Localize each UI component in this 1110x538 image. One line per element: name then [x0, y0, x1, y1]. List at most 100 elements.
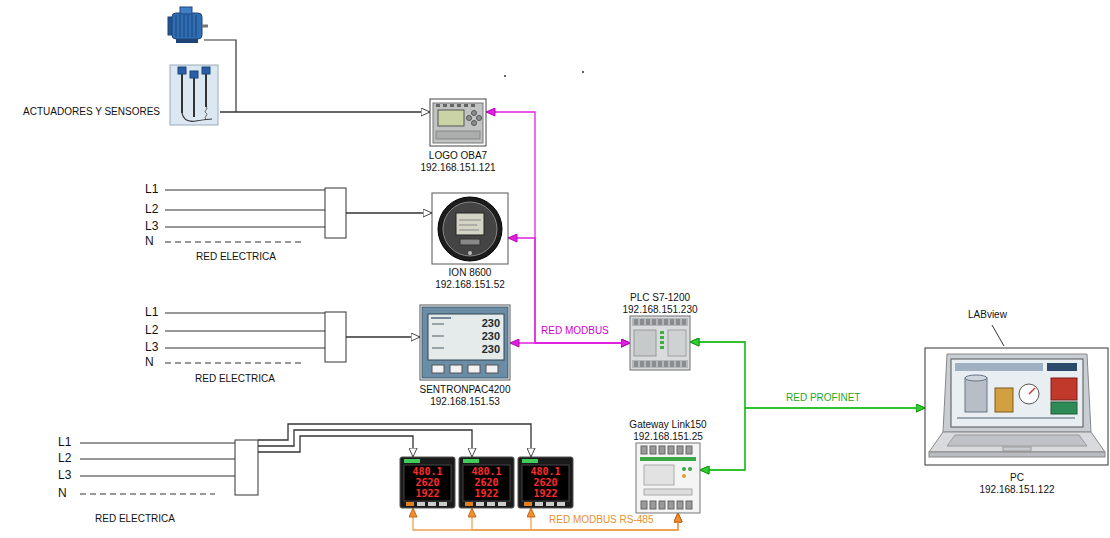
- network-label: RED MODBUS RS-485: [548, 514, 654, 526]
- shape-part: [686, 446, 692, 454]
- shape-part: [165, 226, 325, 227]
- shape-part: [1019, 384, 1039, 404]
- shape-part: [80, 442, 235, 443]
- shape-part: [686, 501, 692, 509]
- shape-part: [652, 319, 656, 325]
- display-value: 2620: [415, 477, 439, 489]
- shape-part: [660, 346, 664, 349]
- shape-part: [430, 99, 486, 146]
- shape-part: [464, 104, 468, 107]
- power-meter: 480.126201922: [518, 457, 573, 508]
- shape-part: [487, 502, 495, 506]
- shape-part: [468, 365, 480, 373]
- shape-part: [632, 318, 688, 326]
- shape-part: [947, 435, 1087, 446]
- leader-line: [992, 325, 1004, 346]
- shape-part: [433, 103, 483, 143]
- power-meter: 480.126201922: [400, 457, 455, 508]
- shape-part: [929, 432, 1105, 452]
- shape-part: [400, 457, 455, 508]
- shape-part: [640, 319, 644, 325]
- shape-part: [535, 502, 543, 506]
- shape-part: [180, 15, 181, 37]
- shape-part: [632, 360, 688, 368]
- shape-part: [660, 341, 664, 344]
- shape-part: [658, 361, 662, 367]
- node-text: L2: [58, 452, 71, 466]
- shape-part: [192, 15, 193, 37]
- gateway-module-drawing: [636, 443, 700, 513]
- shape-part: [676, 361, 680, 367]
- shape-part: [522, 465, 569, 501]
- stray-dot: [582, 71, 584, 73]
- shape-part: [459, 220, 481, 230]
- shape-part: [188, 15, 189, 37]
- network-connector: [258, 424, 531, 457]
- shape-part: [196, 15, 197, 37]
- shape-part: [468, 251, 472, 255]
- shape-part: [463, 465, 510, 501]
- shape-part: [677, 501, 683, 509]
- gateway-module: Gateway Link150192.168.151.25: [636, 443, 700, 513]
- network-connector: [258, 430, 472, 457]
- shape-part: [640, 457, 696, 461]
- display-value: 2620: [533, 477, 557, 489]
- shape-part: [1003, 447, 1031, 451]
- network-connector: [690, 342, 925, 408]
- shape-part: [431, 317, 451, 319]
- shape-part: [1051, 402, 1077, 414]
- power-grid: L1L2L3NRED ELECTRICA: [140, 183, 346, 263]
- node-text: LOGO OBA7: [429, 150, 487, 162]
- logo-controller: LOGO OBA7192.168.151.121: [430, 99, 486, 146]
- shape-part: [170, 65, 218, 125]
- node-text: L3: [145, 220, 158, 234]
- shape-part: [557, 502, 565, 506]
- shape-part: [432, 365, 444, 373]
- node-text: 192.168.151.25: [633, 431, 703, 443]
- shape-part: [456, 213, 484, 235]
- node-text: ION 8600: [449, 267, 492, 279]
- shape-part: [664, 361, 668, 367]
- node-text: L2: [145, 203, 158, 217]
- shape-part: [498, 502, 506, 506]
- shape-part: [184, 15, 185, 37]
- node-text: N: [58, 487, 67, 501]
- shape-part: [472, 111, 477, 116]
- shape-part: [436, 104, 440, 107]
- shape-part: [165, 189, 325, 190]
- shape-part: [677, 446, 683, 454]
- shape-part: [165, 209, 325, 210]
- shape-part: [668, 446, 674, 454]
- shape-part: [443, 202, 497, 256]
- shape-part: [476, 502, 484, 506]
- shape-part: [650, 501, 656, 509]
- node-text: 192.168.151.121: [420, 162, 495, 174]
- shape-part: [659, 501, 665, 509]
- shape-part: [634, 319, 638, 325]
- shape-part: [180, 7, 192, 14]
- display-value: 1922: [474, 488, 498, 500]
- node-text: 192.168.151.230: [622, 304, 697, 316]
- shape-part: [682, 361, 686, 367]
- shape-part: [1051, 378, 1077, 400]
- shape-part: [646, 361, 650, 367]
- node-text: 192.168.151.53: [430, 396, 500, 408]
- network-connector: [700, 408, 925, 470]
- shape-part: [660, 331, 664, 334]
- shape-part: [670, 361, 674, 367]
- shape-part: [957, 417, 1075, 419]
- node-text: 230: [482, 317, 500, 330]
- node-text: N: [145, 356, 154, 370]
- power-meter-drawing: [432, 193, 508, 264]
- node-text: L1: [145, 306, 158, 320]
- node-text: RED ELECTRICA: [95, 513, 175, 525]
- shape-part: [644, 465, 674, 485]
- shape-part: [438, 110, 464, 126]
- shape-part: [477, 116, 482, 121]
- power-grid: L1L2L3NRED ELECTRICA: [140, 306, 346, 386]
- shape-part: [436, 131, 480, 139]
- shape-part: [472, 121, 477, 126]
- shape-part: [467, 116, 472, 121]
- shape-part: [165, 312, 325, 313]
- shape-part: [518, 457, 573, 508]
